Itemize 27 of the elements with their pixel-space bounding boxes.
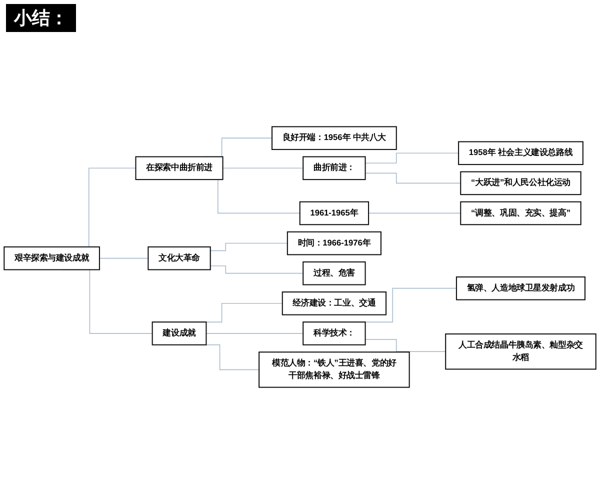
connector — [364, 339, 446, 352]
connector — [206, 333, 304, 334]
topic-box: 曲折前进： — [302, 156, 366, 180]
connector — [99, 258, 149, 259]
connector — [210, 242, 288, 252]
topic-box: 建设成就 — [152, 322, 207, 346]
topic-box: 文化大革命 — [148, 246, 211, 270]
topic-box: 在探索中曲折前进 — [135, 156, 224, 180]
topic-box: “大跃进”和人民公社化运动 — [460, 171, 582, 196]
topic-box: 科学技术： — [302, 322, 366, 346]
topic-box: 模范人物：“铁人”王进喜、党的好干部焦裕禄、好战士雷锋 — [258, 352, 410, 388]
topic-box: 1961-1965年 — [299, 201, 370, 226]
topic-box: 良好开端：1956年 中共八大 — [272, 126, 397, 150]
topic-box: 人工合成结晶牛胰岛素、籼型杂交水稻 — [445, 333, 596, 370]
topic-box: “调整、巩固、充实、提高” — [460, 201, 582, 226]
connector — [368, 212, 462, 214]
topic-box: 经济建设：工业、交通 — [282, 291, 387, 316]
topic-box: 过程、危害 — [302, 261, 366, 286]
topic-box: 1958年 社会主义建设总路线 — [458, 141, 584, 166]
connector — [364, 152, 459, 164]
topic-box: 艰辛探索与建设成就 — [4, 246, 100, 270]
connector — [222, 168, 304, 169]
connector — [364, 172, 462, 184]
topic-box: 时间：1966-1976年 — [286, 231, 382, 256]
title: 小结： — [6, 4, 76, 32]
topic-box: 氢弹、人造地球卫星发射成功 — [456, 276, 586, 300]
connector — [210, 265, 304, 274]
